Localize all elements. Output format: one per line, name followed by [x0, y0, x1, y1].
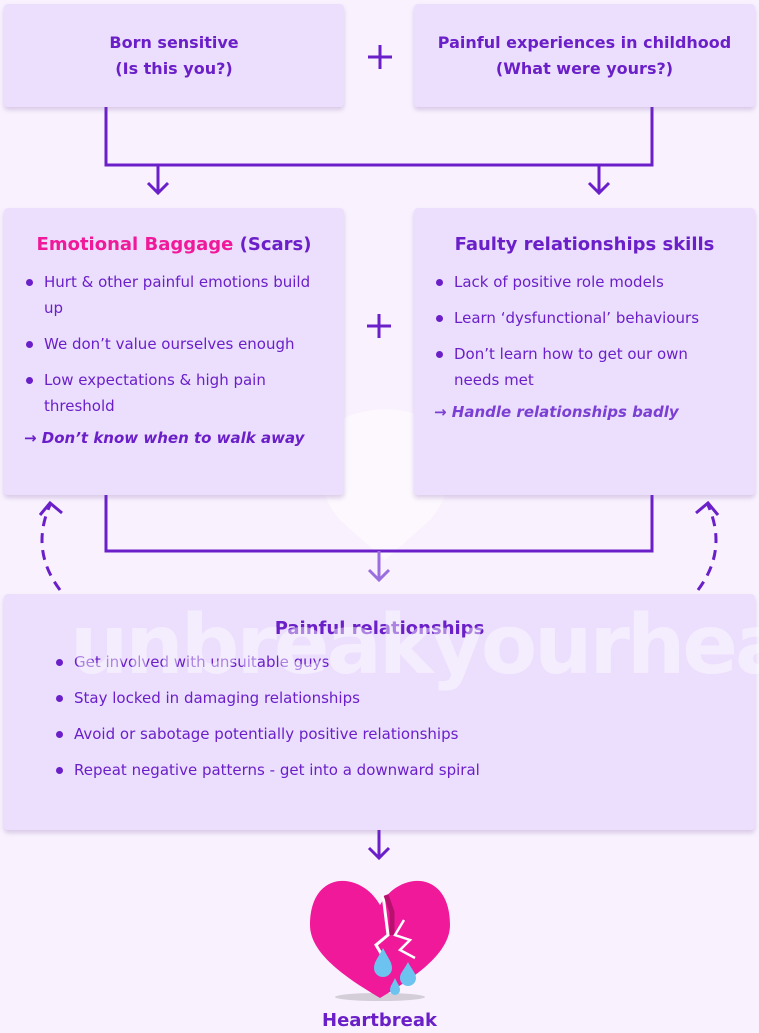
- broken-heart-icon: [310, 880, 450, 1001]
- faulty-skills-box: Faulty relationships skills Lack of posi…: [414, 208, 755, 495]
- painful-experiences-question: (What were yours?): [495, 58, 674, 78]
- faulty-skills-title: Faulty relationships skills: [454, 234, 715, 255]
- born-sensitive-question: (Is this you?): [115, 58, 233, 78]
- list-item: Lack of positive role models: [434, 269, 735, 295]
- list-item: Low expectations & high pain threshold: [24, 367, 324, 419]
- emotional-baggage-box: Emotional Baggage (Scars) Hurt & other p…: [4, 208, 344, 495]
- list-item: Stay locked in damaging relationships: [54, 685, 735, 711]
- title-main: Emotional Baggage: [36, 234, 234, 255]
- painful-relationships-box: Painful relationships Get involved with …: [4, 594, 755, 830]
- baggage-conclusion: → Don’t know when to walk away: [24, 429, 305, 447]
- born-sensitive-box: Born sensitive (Is this you?): [4, 4, 344, 107]
- painful-experiences-label: Painful experiences in childhood: [437, 32, 732, 52]
- emotional-baggage-title: Emotional Baggage (Scars): [4, 234, 344, 255]
- list-item: Repeat negative patterns - get into a do…: [54, 757, 735, 783]
- born-sensitive-label: Born sensitive: [109, 32, 239, 52]
- list-item: We don’t value ourselves enough: [24, 331, 324, 357]
- list-item: Don’t learn how to get our own needs met: [434, 341, 735, 393]
- list-item: Learn ‘dysfunctional’ behaviours: [434, 305, 735, 331]
- painful-experiences-box: Painful experiences in childhood (What we…: [414, 4, 755, 107]
- heartbreak-label: Heartbreak: [322, 1010, 437, 1031]
- list-item: Hurt & other painful emotions build up: [24, 269, 324, 321]
- painful-relationships-title: Painful relationships: [274, 618, 485, 639]
- title-sub: (Scars): [233, 234, 312, 255]
- skills-conclusion: → Handle relationships badly: [434, 403, 679, 421]
- list-item: Get involved with unsuitable guys: [54, 649, 735, 675]
- list-item: Avoid or sabotage potentially positive r…: [54, 721, 735, 747]
